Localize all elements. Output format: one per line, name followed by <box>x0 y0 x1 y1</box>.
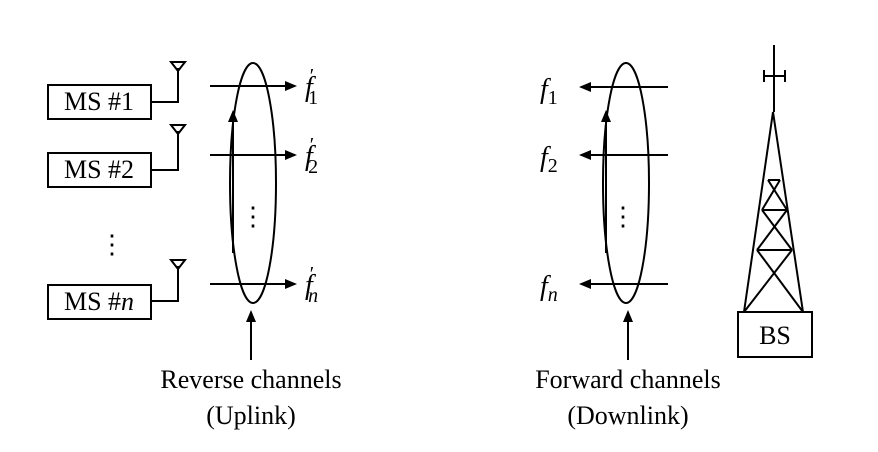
forward-channel-group: ⋮ f1 f2 fn Forward channels (Downlink) <box>535 62 721 430</box>
tower-icon <box>743 45 804 313</box>
base-station: BS <box>737 45 813 358</box>
forward-caption-line2: (Downlink) <box>567 401 688 430</box>
antenna-icon <box>168 259 188 271</box>
bs-box <box>737 311 813 358</box>
ms-2-antenna-feed <box>151 131 179 171</box>
ms-2-label: MS #2 <box>64 155 134 184</box>
antenna-icon <box>168 61 188 73</box>
freq-fn-prime: f′n <box>305 263 318 307</box>
antenna-icon <box>168 124 188 136</box>
ms-n-antenna-feed <box>151 266 179 302</box>
ms-1-box <box>47 84 152 120</box>
ms-n: MS #n <box>47 259 188 320</box>
reverse-caption-line1: Reverse channels <box>160 365 341 394</box>
ms-n-label: MS #n <box>64 287 134 316</box>
reverse-caption-line2: (Uplink) <box>206 401 296 430</box>
ms-ellipsis: ⋮ <box>99 230 125 259</box>
forward-caption-line1: Forward channels <box>535 365 721 394</box>
freq-f1-prime: f′1 <box>305 65 318 109</box>
freq-f1: f1 <box>540 74 558 109</box>
ms-n-box <box>47 284 152 320</box>
bs-label: BS <box>759 321 791 350</box>
forward-ellipsis: ⋮ <box>610 202 636 231</box>
freq-f2-prime: f′2 <box>305 134 318 178</box>
reverse-channel-group: ⋮ f′1 f′2 f′n Reverse channels (Uplink) <box>160 62 342 430</box>
ms-1-antenna-feed <box>151 68 179 103</box>
ms-2: MS #2 <box>47 124 188 188</box>
freq-f2: f2 <box>540 142 558 177</box>
ms-1: MS #1 <box>47 61 188 120</box>
reverse-channel-loop <box>229 62 277 304</box>
ms-2-box <box>47 152 152 188</box>
forward-channel-loop <box>602 62 650 304</box>
ms-1-label: MS #1 <box>64 87 134 116</box>
reverse-ellipsis: ⋮ <box>240 202 266 231</box>
freq-fn: fn <box>540 271 558 306</box>
